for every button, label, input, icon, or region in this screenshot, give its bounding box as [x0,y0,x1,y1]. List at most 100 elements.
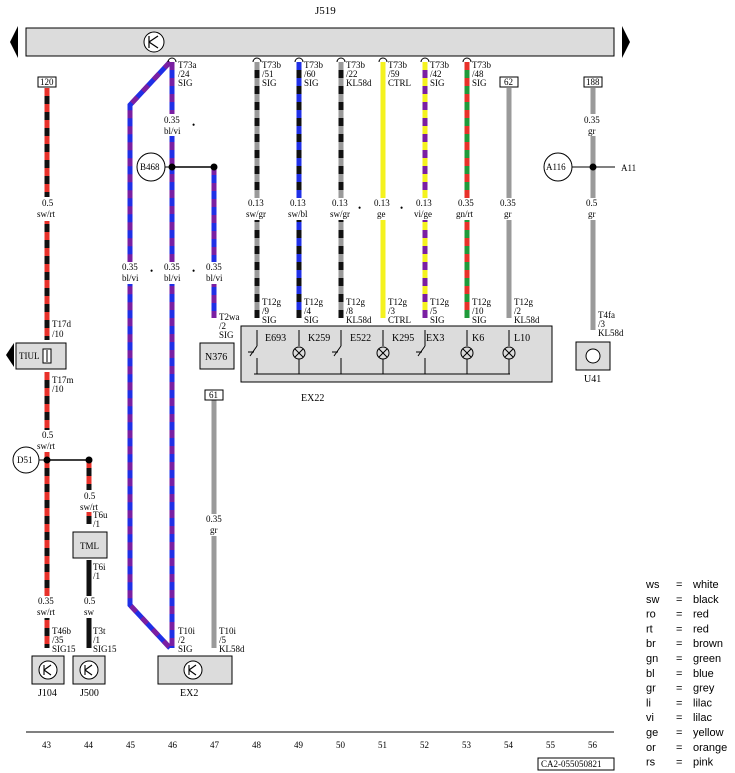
connector-pin-label: /35 [52,635,64,645]
tiul-left-arrow-icon [6,343,14,367]
bus-connector-arcs [167,57,472,63]
connector-pin-label: /48 [472,69,484,79]
connector-label: T12g [472,297,491,307]
a116-label: A116 [546,162,566,172]
legend-code: br [646,638,656,650]
k259-label: K259 [308,333,330,344]
ref-label-61: 61 [209,390,218,400]
tiul-box [15,342,67,370]
connector-label: T12g [304,297,323,307]
connector-pin-label: /2 [219,321,226,331]
control-unit-icon [183,660,203,680]
switch-icon [416,330,426,374]
connector-pin-label: /1 [93,635,100,645]
connector-pin-label: /5 [219,635,227,645]
connector-signal-label: SIG15 [52,644,76,654]
ref-label-188: 188 [586,77,600,87]
wire-color-label: gn/rt [456,209,473,219]
connector-pin-label: /8 [346,306,354,316]
wire-color-label: sw [84,607,95,617]
connector-signal-label: SIG [219,330,234,340]
legend-eq: = [676,653,682,665]
l10-label: L10 [514,333,530,344]
connector-pin-label: /3 [388,306,396,316]
legend-name: pink [693,757,714,769]
control-unit-icon [143,31,165,53]
wire-color-label: vi/ge [414,209,432,219]
control-unit-icon [38,660,58,680]
legend-eq: = [676,727,682,739]
d51-label: D51 [17,455,33,465]
column-number: 54 [504,740,514,750]
legend-code: rs [646,757,656,769]
ref-box-188 [583,76,603,88]
connector-signal-label: SIG [262,315,277,325]
wire-color-label: ge [377,209,386,219]
column-number: 52 [420,740,429,750]
wire-size-label: 0.13 [332,198,348,208]
ref-label-120: 120 [40,77,54,87]
column-number: 56 [588,740,598,750]
socket-icon [585,348,601,364]
splice-mark: • [192,266,195,276]
connector-signal-label: SIG [262,78,277,88]
legend-code: bl [646,668,655,680]
connector-signal-label: SIG [430,78,445,88]
legend-name: grey [693,683,715,695]
connector-label: T6i [93,562,106,572]
connector-pin-label: /60 [304,69,316,79]
n376-label: N376 [205,352,227,363]
column-number: 53 [462,740,472,750]
connector-label: T73b [388,60,407,70]
wire-color-label: gr [588,126,596,136]
legend-eq: = [676,594,682,606]
column-number: 45 [126,740,136,750]
connector-signal-label: SIG [472,78,487,88]
ex3-label: EX3 [426,333,444,344]
ref-box-120 [37,76,57,88]
legend-name: white [692,579,719,591]
control-unit-icon [79,660,99,680]
tml-box [72,531,108,559]
wire-color-label: sw/rt [37,441,55,451]
a11-label: A11 [621,163,636,173]
connector-signal-label: SIG [304,315,319,325]
wire-size-label: 0.13 [290,198,306,208]
legend-eq: = [676,668,682,680]
column-number: 51 [378,740,387,750]
ex22-label: EX22 [301,393,324,404]
legend-code: vi [646,712,654,724]
wire-color-label: gr [588,209,596,219]
junction-dot [85,456,93,464]
legend-code: sw [646,594,660,606]
wire-color-label: sw/bl [288,209,308,219]
connector-signal-label: KL58d [514,315,540,325]
splice-mark: • [192,120,195,130]
connector-signal-label: SIG [430,315,445,325]
e522-label: E522 [350,333,371,344]
legend-eq: = [676,609,682,621]
connector-label: T73b [304,60,323,70]
legend-code: ws [645,579,660,591]
legend-eq: = [676,697,682,709]
wire-size-label: 0.5 [42,198,54,208]
connector-label: T3t [93,626,106,636]
legend-name: black [693,594,719,606]
column-number: 48 [252,740,262,750]
connector-signal-label: KL58d [598,328,624,338]
u41-label: U41 [584,374,601,385]
legend-name: lilac [693,712,712,724]
connector-label: T73b [430,60,449,70]
connector-label: T12g [430,297,449,307]
connector-pin-label: /9 [262,306,270,316]
connector-pin-label: /4 [304,306,312,316]
splice-mark: • [150,266,153,276]
connector-label: T2wa [219,312,240,322]
legend-eq: = [676,757,682,769]
wire-color-label: bl/vi [164,126,181,136]
connector-pin-label: /1 [93,571,100,581]
legend-name: red [693,623,709,635]
wire-size-label: 0.5 [84,596,96,606]
